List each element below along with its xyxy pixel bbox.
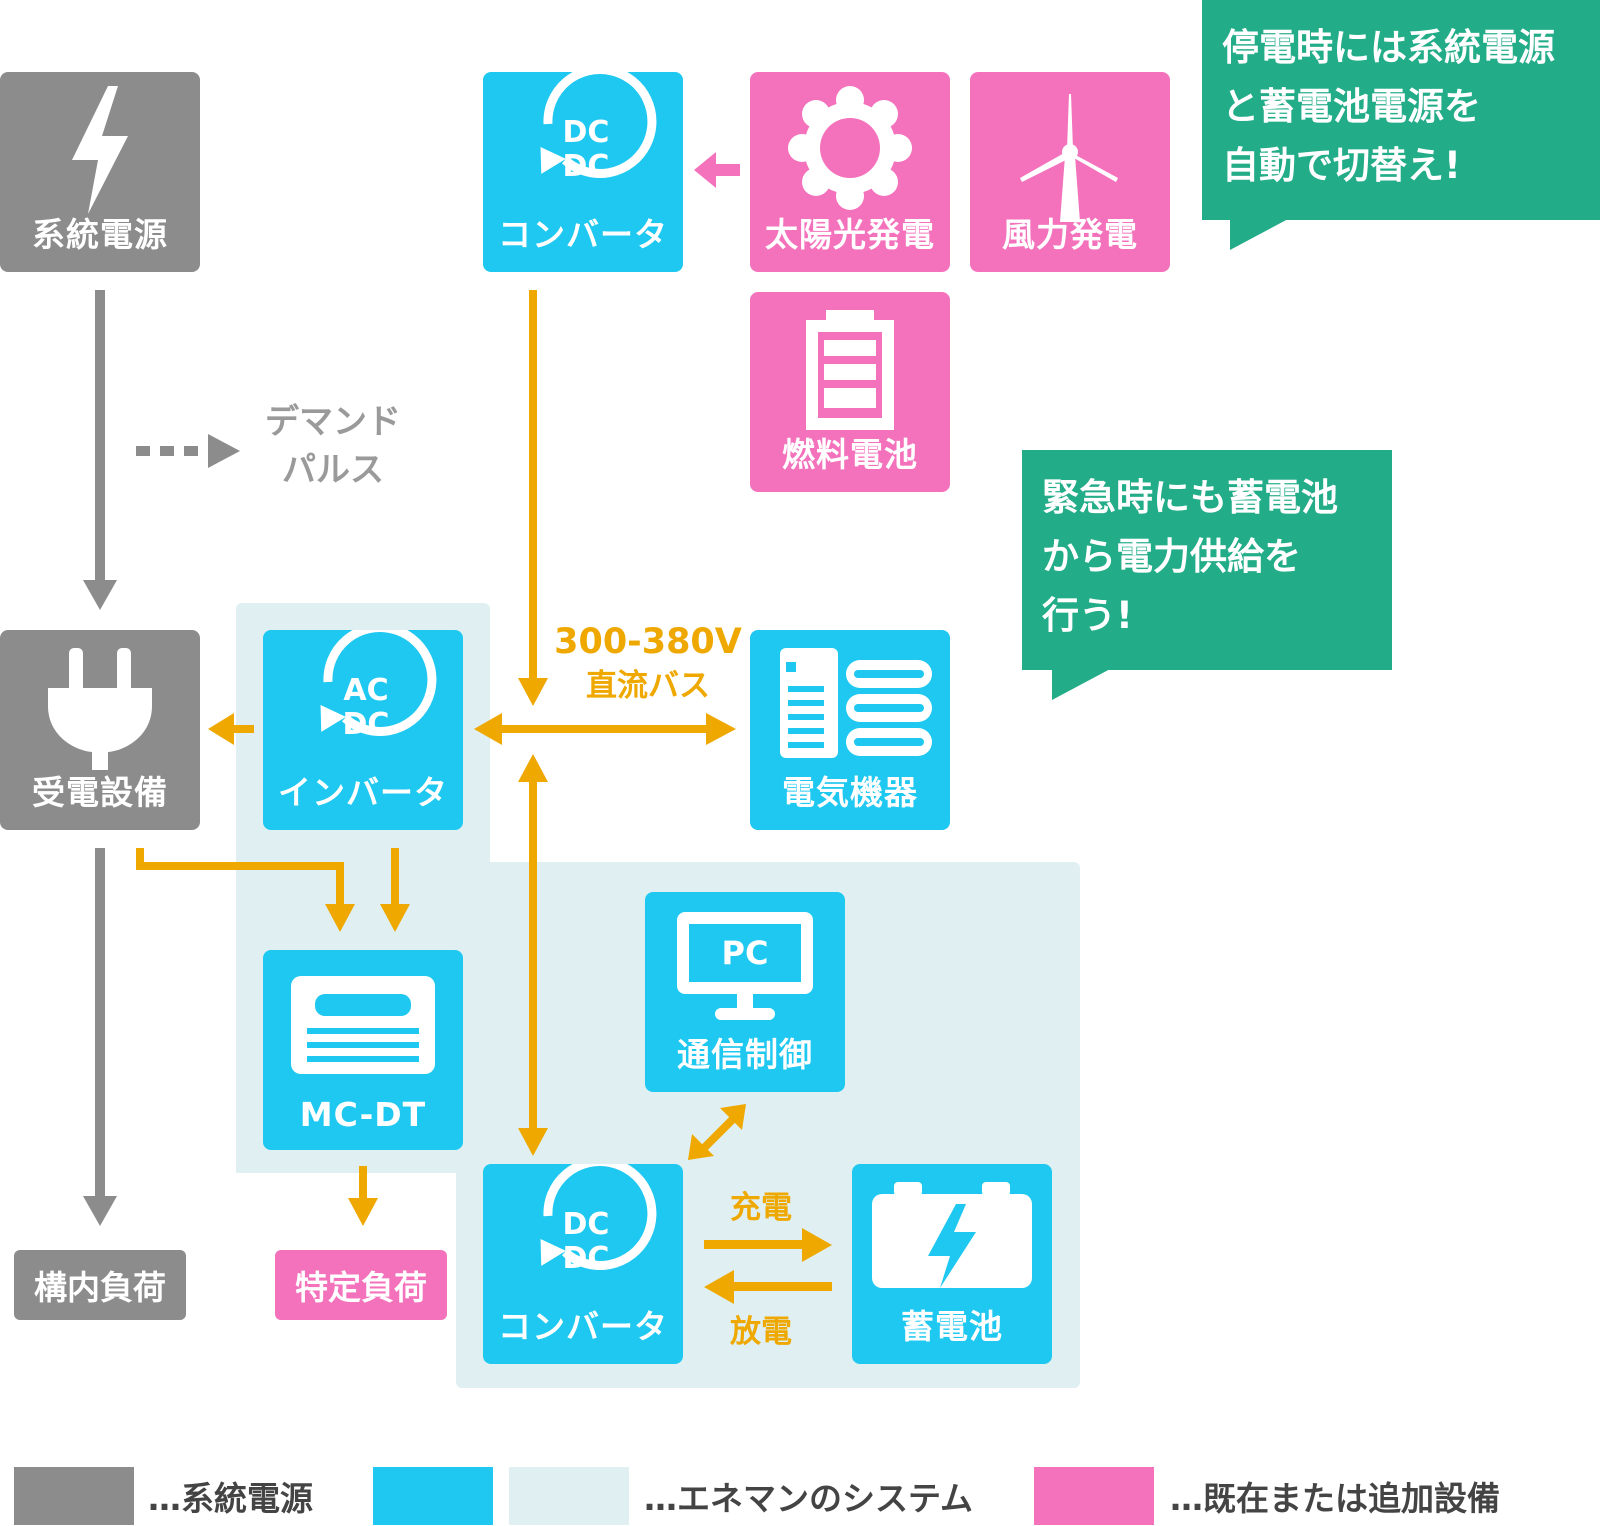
control-node: PC 通信制御	[645, 892, 845, 1092]
dc-bus-name: 直流バス	[586, 668, 710, 704]
lightning-icon	[72, 86, 128, 214]
bottom-converter-line2: DC	[563, 1241, 610, 1276]
legend-text-enerman: …エネマンのシステム	[644, 1479, 974, 1518]
emergency-supply-bubble: 緊急時にも蓄電池 から電力供給を 行う!	[1022, 450, 1392, 670]
discharge-label: 放電	[730, 1314, 792, 1350]
appliance-node: 電気機器	[750, 630, 950, 830]
bottom-converter-label: コンバータ	[498, 1307, 668, 1346]
charge-arrow	[704, 1228, 832, 1262]
specific-load-label: 特定負荷	[295, 1268, 427, 1307]
legend-text-additional: …既在または追加設備	[1170, 1479, 1500, 1518]
top-converter-to-bus-arrow	[518, 290, 548, 706]
legend-text-grid: …系統電源	[148, 1479, 313, 1518]
fuel-cell-label: 燃料電池	[782, 435, 918, 474]
battery-icon	[872, 1182, 1032, 1288]
top-converter-line1: DC	[563, 115, 610, 150]
dcdc-cycle-icon: DC DC	[540, 1164, 657, 1276]
emergency-line-2: から電力供給を	[1042, 535, 1301, 578]
inverter-label: インバータ	[278, 773, 448, 812]
discharge-arrow	[704, 1270, 832, 1304]
emergency-line-3: 行う!	[1042, 594, 1133, 637]
dc-bus-voltage: 300-380V	[554, 622, 742, 662]
receiving-to-mcdt-arrow	[136, 848, 355, 932]
grid-to-receiving-arrow	[83, 290, 117, 610]
wind-node: 風力発電	[970, 72, 1170, 272]
demand-pulse-arrow	[136, 434, 240, 468]
top-converter-node: DC DC コンバータ	[483, 72, 683, 272]
mcdt-to-specific-load-arrow	[348, 1166, 378, 1226]
inverter-node: AC DC インバータ	[263, 630, 463, 830]
bottom-converter-node: DC DC コンバータ	[483, 1164, 683, 1364]
mcdt-icon	[291, 976, 435, 1074]
legend-swatch-enerman-light	[509, 1467, 629, 1525]
emergency-bubble-tail	[1052, 668, 1112, 700]
top-converter-label: コンバータ	[498, 215, 668, 254]
appliance-label: 電気機器	[782, 773, 918, 812]
legend-swatch-additional	[1034, 1467, 1154, 1525]
charge-label: 充電	[730, 1190, 792, 1226]
receiving-equipment-node: 受電設備	[0, 630, 200, 830]
grid-power-label: 系統電源	[32, 215, 168, 254]
fuel-cell-icon	[806, 310, 894, 430]
sun-icon	[788, 86, 912, 210]
mcdt-label: MC-DT	[299, 1095, 427, 1134]
receiving-equipment-label: 受電設備	[32, 773, 168, 812]
auto-switch-line-1: 停電時には系統電源	[1222, 26, 1555, 69]
top-converter-line2: DC	[563, 149, 610, 184]
auto-switch-bubble-tail	[1230, 218, 1290, 250]
bottom-converter-line1: DC	[563, 1207, 610, 1242]
control-converter-link-arrow	[688, 1104, 746, 1160]
dc-bus-arrow	[474, 713, 736, 745]
solar-label: 太陽光発電	[765, 215, 935, 254]
acdc-cycle-icon: AC DC	[320, 630, 437, 742]
plug-icon	[48, 648, 152, 770]
battery-label: 蓄電池	[901, 1307, 1003, 1346]
battery-node: 蓄電池	[852, 1164, 1052, 1364]
receiving-to-onsite-load-arrow	[83, 848, 117, 1226]
inverter-line1: AC	[343, 673, 388, 708]
pc-monitor-icon: PC	[677, 912, 813, 1020]
auto-switch-bubble: 停電時には系統電源 と蓄電池電源を 自動で切替え!	[1202, 0, 1600, 220]
wind-turbine-icon	[1020, 94, 1118, 222]
bus-to-bottom-converter-arrow	[518, 754, 548, 1156]
auto-switch-line-2: と蓄電池電源を	[1222, 85, 1481, 128]
onsite-load-node: 構内負荷	[14, 1250, 186, 1320]
specific-load-node: 特定負荷	[275, 1250, 447, 1320]
grid-power-node: 系統電源	[0, 72, 200, 272]
legend-swatch-enerman-blue	[373, 1467, 493, 1525]
auto-switch-line-3: 自動で切替え!	[1222, 144, 1461, 187]
inverter-to-receiving-arrow	[208, 713, 254, 745]
inverter-line2: DC	[343, 707, 390, 742]
demand-pulse-line-2: パルス	[282, 450, 384, 490]
solar-to-converter-arrow	[694, 152, 740, 188]
emergency-line-1: 緊急時にも蓄電池	[1042, 476, 1338, 519]
dcdc-cycle-icon: DC DC	[540, 72, 657, 184]
legend-swatch-grid	[14, 1467, 134, 1525]
demand-pulse-line-1: デマンド	[265, 402, 401, 442]
demand-pulse-label: デマンド パルス	[265, 398, 401, 494]
mcdt-node: MC-DT	[263, 950, 463, 1150]
onsite-load-label: 構内負荷	[34, 1268, 166, 1307]
dc-bus-label: 300-380V 直流バス	[548, 620, 748, 708]
appliance-icon	[780, 648, 932, 758]
pc-screen-text: PC	[722, 934, 769, 972]
control-label: 通信制御	[677, 1035, 813, 1074]
fuel-cell-node: 燃料電池	[750, 292, 950, 492]
solar-node: 太陽光発電	[750, 72, 950, 272]
inverter-to-mcdt-arrow	[380, 848, 410, 932]
